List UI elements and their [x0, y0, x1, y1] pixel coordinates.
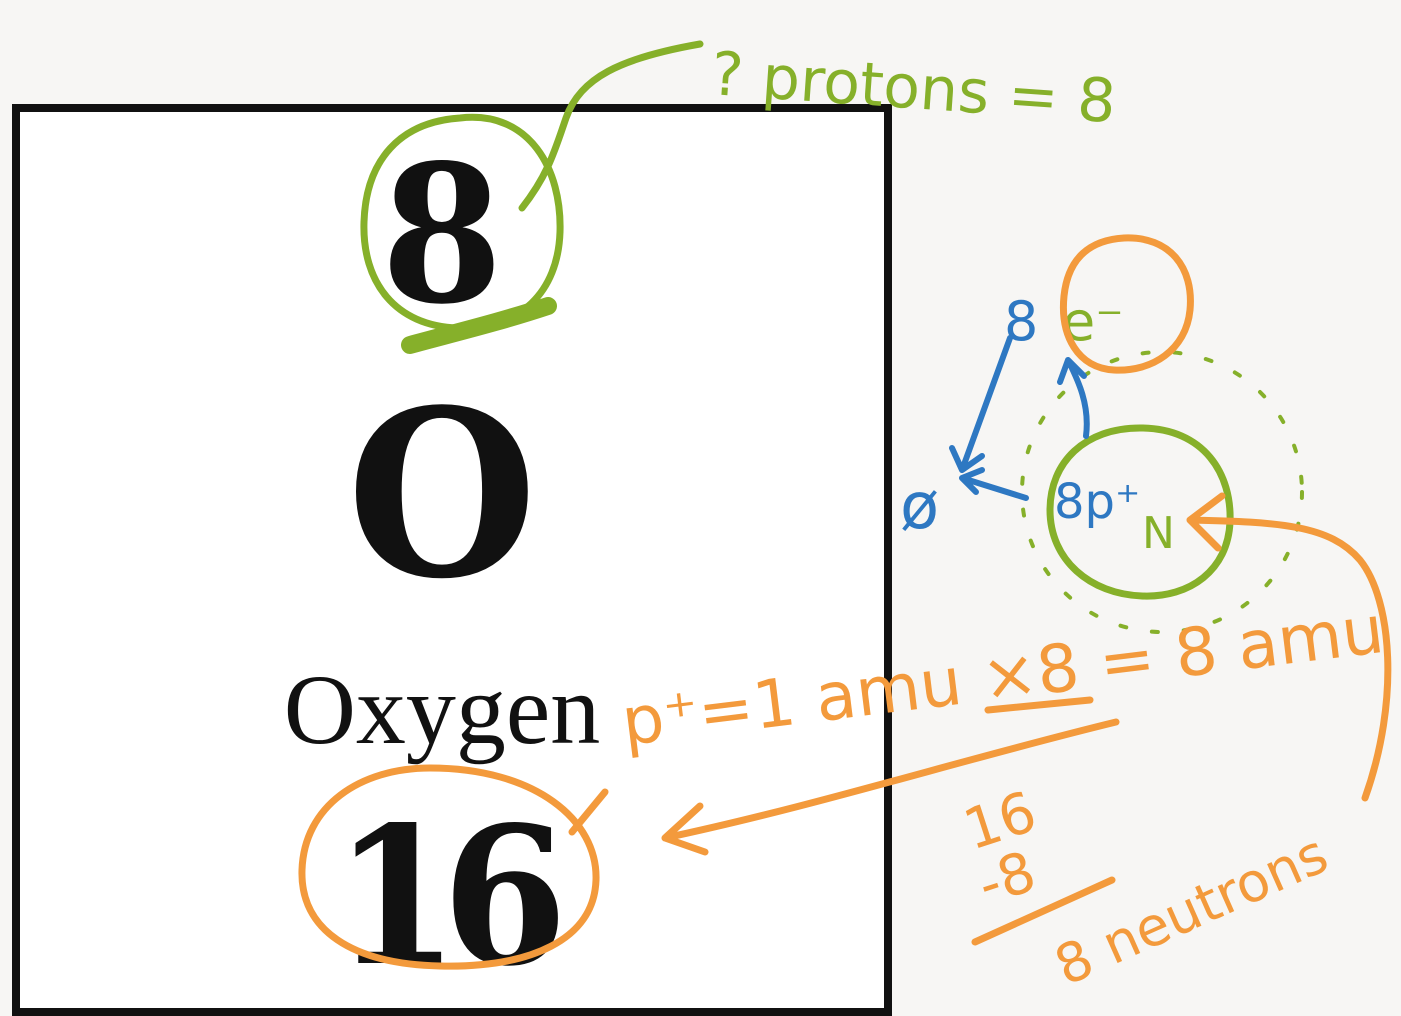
electron-shell-dotted — [1020, 350, 1304, 634]
element-name: Oxygen — [283, 654, 601, 765]
equation-underline — [984, 696, 1094, 714]
neutron-result: 8 neutrons — [1046, 822, 1337, 998]
element-tile: 8 O Oxygen 16 — [12, 104, 892, 1016]
nucleus-neutrons-label: N — [1142, 508, 1175, 559]
zero-mark: ø — [900, 470, 939, 544]
element-symbol: O — [346, 360, 538, 630]
atomic-number: 8 — [381, 123, 503, 346]
subtraction-line — [971, 876, 1116, 946]
electron-to-zero-arrow — [949, 335, 1013, 473]
electron-count: 8 — [1004, 290, 1038, 353]
neutrons-arrow — [1186, 492, 1392, 802]
nucleus-protons-label: 8p⁺ — [1054, 474, 1140, 530]
electron-symbol: e⁻ — [1062, 290, 1124, 353]
nucleus-to-electron-arrow — [1057, 357, 1090, 439]
atomic-mass: 16 — [333, 785, 568, 1008]
electron-circle — [1059, 234, 1194, 374]
subtraction-bottom: -8 — [970, 839, 1043, 918]
proton-to-zero-arrow — [959, 467, 1029, 501]
subtraction-top: 16 — [956, 779, 1044, 863]
nucleus-circle — [1046, 424, 1234, 600]
